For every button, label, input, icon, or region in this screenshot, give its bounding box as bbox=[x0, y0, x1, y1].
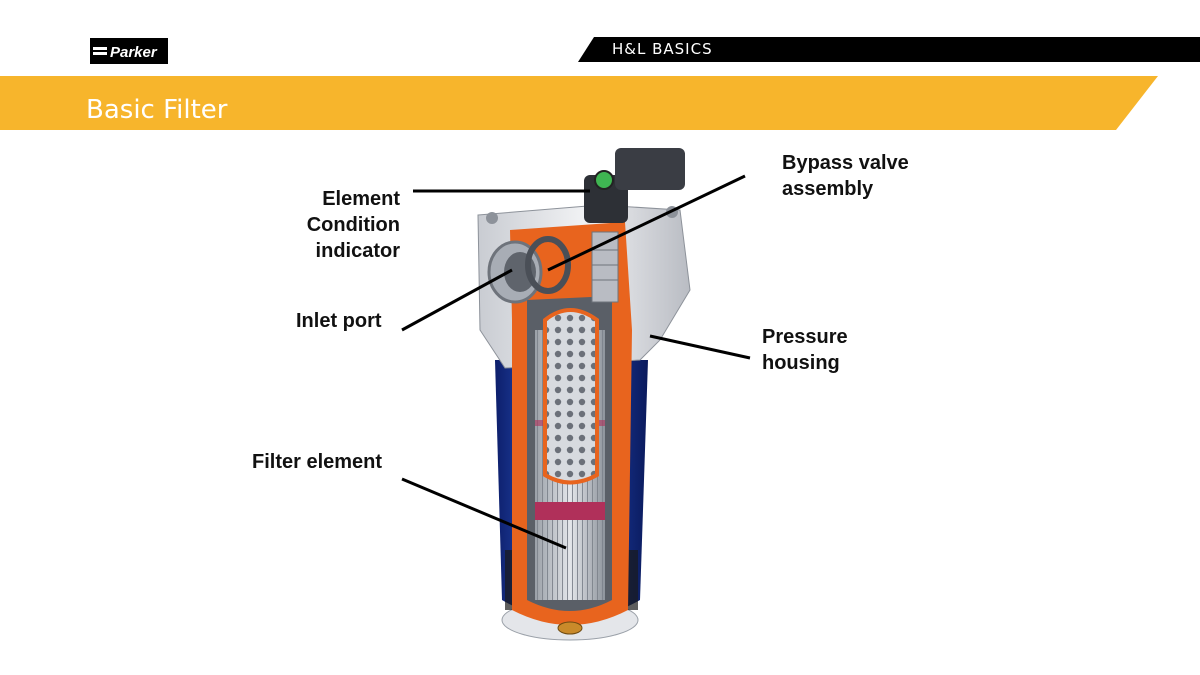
title-bar bbox=[0, 76, 1158, 130]
callout-inlet-port: Inlet port bbox=[296, 310, 382, 332]
section-tag: H&L BASICS bbox=[612, 40, 713, 58]
header-bars bbox=[0, 37, 1200, 130]
callout-filter-element: Filter element bbox=[252, 451, 383, 473]
callout-bypass-valve-assembly: Bypass valve assembly bbox=[782, 152, 909, 200]
callout-pressure-housing: Pressure housing bbox=[762, 326, 848, 374]
drain-plug bbox=[557, 621, 583, 635]
svg-text:Parker: Parker bbox=[110, 44, 158, 61]
inlet-port bbox=[487, 236, 571, 304]
leader-filter-element bbox=[401, 477, 567, 550]
section-bar bbox=[578, 37, 1200, 62]
slide-title: Basic Filter bbox=[86, 95, 228, 125]
perforated-core bbox=[543, 308, 599, 485]
leader-bypass-valve bbox=[547, 174, 746, 272]
parker-logo: Parker bbox=[90, 38, 168, 64]
leader-inlet-port bbox=[401, 268, 513, 332]
leader-pressure-housing bbox=[649, 334, 751, 360]
callout-element-condition-indicator: Element Condition indicator bbox=[306, 188, 400, 262]
